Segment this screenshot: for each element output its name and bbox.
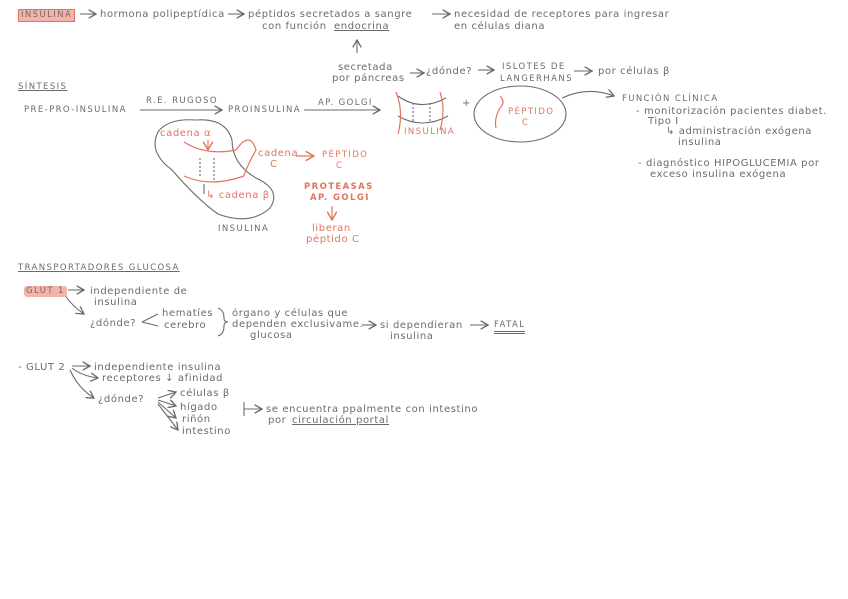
islotes-text-1: ISLOTES DE [502, 62, 566, 73]
proinsulina-label: PROINSULINA [228, 105, 301, 116]
ap-golgi-label: AP. GOLGI [318, 98, 373, 109]
proteasas-label-2: AP. GOLGI [310, 193, 370, 204]
g2-se-2: por [268, 415, 286, 426]
g2-rinon: riñón [182, 414, 211, 425]
islotes-text-2: LANGERHANS [500, 74, 573, 85]
fc-line-6: exceso insulina exógena [650, 169, 786, 180]
necesidad-text-2: en células diana [454, 21, 545, 32]
g1-fatal: FATAL [494, 320, 525, 334]
glut2-label: - GLUT 2 [18, 362, 65, 373]
cadena-c-label-1: cadena [258, 148, 298, 159]
g1-organo-2: dependen exclusivame. [232, 319, 363, 330]
peptidos-text-1: péptidos secretados a sangre [248, 9, 412, 20]
liberan-label-1: liberan [312, 223, 351, 234]
g2-donde: ¿dónde? [98, 394, 144, 405]
insulina-bottom-label: INSULINA [218, 224, 269, 235]
re-rugoso-label: R.E. RUGOSO [146, 96, 218, 107]
g1-indep-2: insulina [94, 297, 138, 308]
arrow [562, 91, 614, 98]
g2-se-1: se encuentra ppalmente con intestino [266, 404, 478, 415]
g2-receptores: receptores ↓ afinidad [102, 373, 223, 384]
arrow [158, 392, 176, 398]
chain-c [236, 140, 256, 176]
chain-a [184, 142, 236, 152]
g1-donde: ¿dónde? [90, 318, 136, 329]
insulin-chain [398, 116, 448, 123]
hormona-text: hormona polipeptídica [100, 9, 225, 20]
donde-text: ¿dónde? [426, 66, 472, 77]
peptido-c2-label-1: PÉPTIDO [322, 150, 368, 161]
peptide-c-hook [496, 96, 504, 128]
g2-indep: independiente insulina [94, 362, 221, 373]
g1-cerebro: cerebro [164, 320, 206, 331]
peptidos-text-3: endocrina [334, 21, 389, 32]
peptidos-text-2: con función [262, 21, 327, 32]
g2-se-3: circulación portal [292, 415, 389, 426]
proteasas-label-1: PROTEASAS [304, 182, 374, 193]
insulin-chain-red [440, 92, 443, 130]
cadena-a-label: cadena α [160, 128, 211, 139]
fc-line-3: ↳ administración exógena [666, 126, 812, 137]
g2-higado: hígado [180, 402, 218, 413]
insulin-chain-red [396, 92, 401, 134]
fc-line-4: insulina [678, 137, 722, 148]
necesidad-text-1: necesidad de receptores para ingresar [454, 9, 669, 20]
transportadores-heading: TRANSPORTADORES GLUCOSA [18, 263, 180, 274]
secretada-text-1: secretada [338, 62, 393, 73]
preproinsulina-label: PRE-PRO-INSULINA [24, 105, 127, 116]
secretada-text-2: por páncreas [332, 73, 405, 84]
brace [218, 308, 228, 336]
g2-celulas: células β [180, 388, 230, 399]
arrow [64, 294, 84, 314]
funcion-clinica-heading: FUNCIÓN CLÍNICA [622, 94, 718, 105]
peptido-c-label-1: PÉPTIDO [508, 107, 554, 118]
insulina-highlight: INSULINA [18, 9, 75, 22]
por-celulas-text: por células β [598, 66, 670, 77]
g1-indep-1: independiente de [90, 286, 187, 297]
g1-si-1: si dependieran [380, 320, 463, 331]
g1-organo-1: órgano y células que [232, 308, 348, 319]
fc-line-5: - diagnóstico HIPOGLUCEMIA por [638, 158, 820, 169]
g1-hematies: hematíes [162, 308, 213, 319]
g2-intestino: intestino [182, 426, 231, 437]
glut1-label: GLUT 1 [24, 286, 67, 297]
plus-sign: + [462, 98, 471, 109]
peptido-c-label-2: C [522, 118, 529, 129]
cadena-c-label-2: C [270, 159, 278, 170]
g1-organo-3: glucosa [250, 330, 293, 341]
insulin-chain [398, 96, 446, 105]
g1-si-2: insulina [390, 331, 434, 342]
insulina-molecule-label: INSULINA [404, 127, 455, 138]
liberan-label-2: péptido C [306, 234, 360, 245]
cadena-b-label: ↳ cadena β [206, 190, 270, 201]
sintesis-heading: SÍNTESIS [18, 82, 67, 93]
peptido-c2-label-2: C [336, 161, 343, 172]
